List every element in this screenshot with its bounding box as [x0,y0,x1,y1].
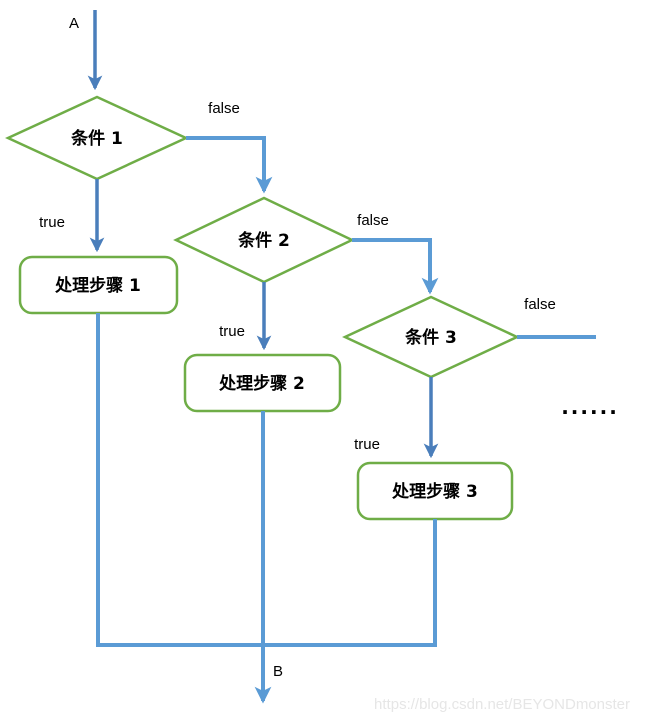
false-label-2: false [357,212,389,229]
condition-2-label: 条件 2 [237,230,290,251]
false-label-3: false [524,296,556,313]
false-label-1: false [208,100,240,117]
condition-1-label: 条件 1 [70,128,123,149]
watermark-text: https://blog.csdn.net/BEYONDmonster [374,696,630,713]
entry-label: A [69,15,79,32]
continuation-ellipsis: ...... [561,395,619,419]
process-3-label: 处理步骤 3 [391,481,478,502]
process-1-label: 处理步骤 1 [54,275,141,296]
true-label-1: true [39,214,65,231]
false-branch-1-connector [186,136,273,194]
process-2-label: 处理步骤 2 [218,373,305,394]
true-label-3: true [354,436,380,453]
exit-label: B [273,663,283,680]
false-branch-2-connector [352,238,439,295]
condition-3-label: 条件 3 [404,327,457,348]
true-label-2: true [219,323,245,340]
